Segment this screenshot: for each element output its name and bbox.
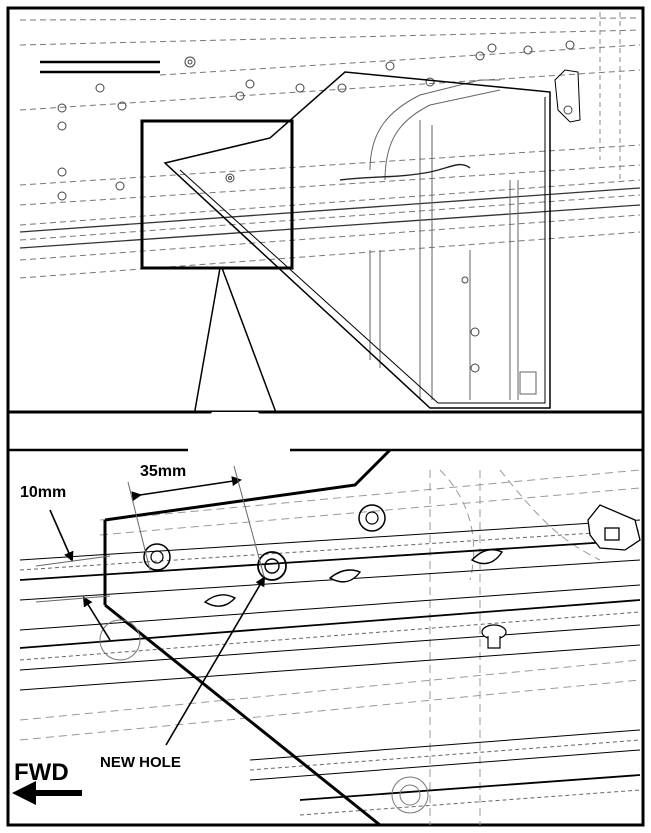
- zoom-box: [140, 119, 294, 270]
- rail-dashed-lines: [19, 17, 641, 279]
- dimension-35mm-label: 35mm: [140, 463, 186, 480]
- new-hole-leader: [165, 576, 266, 746]
- bracket-plate: [104, 448, 392, 522]
- new-hole: [257, 551, 287, 581]
- dimension-35mm: [127, 465, 266, 581]
- dimension-10mm: [35, 509, 111, 641]
- fwd-arrow-icon: [12, 781, 82, 805]
- detail-panel: 35mm 10mm NEW HOLE FWD: [8, 412, 643, 825]
- new-hole-label: NEW HOLE: [100, 754, 181, 771]
- dimension-10mm-label: 10mm: [20, 484, 66, 501]
- slotted-holes: [203, 549, 504, 607]
- overview-panel: [19, 12, 641, 411]
- outer-frame: [6, 6, 645, 827]
- bracket-outline: [163, 71, 551, 409]
- rail-lines: [19, 519, 641, 801]
- bolt-holes: [57, 40, 575, 373]
- fwd-label: FWD: [14, 759, 69, 786]
- plate-holes: [143, 504, 386, 571]
